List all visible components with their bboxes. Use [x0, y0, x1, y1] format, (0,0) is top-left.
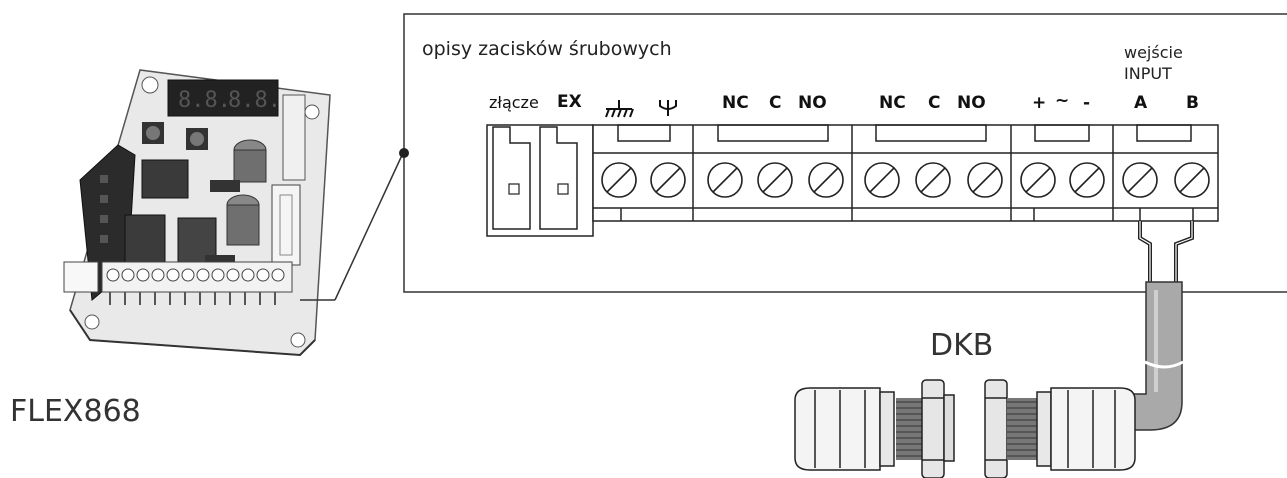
relay2-no-label: NO: [957, 93, 986, 113]
svg-text:8.8.: 8.8.: [178, 88, 231, 113]
power-ac-label: ~: [1055, 91, 1070, 111]
board-name-label: FLEX868: [10, 394, 141, 429]
panel-anchor-dot: [399, 148, 409, 158]
terminal-screws: [601, 162, 1210, 198]
input-heading: wejście INPUT: [1124, 42, 1183, 84]
panel-title: opisy zacisków śrubowych: [422, 38, 672, 60]
input-a-label: A: [1134, 93, 1148, 113]
input-heading-line1: wejście: [1124, 43, 1183, 62]
relay1-c-label: C: [769, 93, 782, 113]
screw-power-ac: [1069, 162, 1105, 198]
earth-ground-icon: [605, 100, 634, 118]
relay1-no-label: NO: [798, 93, 827, 113]
relay1-nc-label: NC: [722, 93, 749, 113]
screw-relay1-nc: [707, 162, 743, 198]
screw-power-plus: [1020, 162, 1056, 198]
screw-input-b: [1174, 162, 1210, 198]
screw-ground: [601, 162, 637, 198]
power-minus-label: -: [1083, 93, 1091, 113]
terminal-block-drawing: [486, 124, 1219, 237]
relay2-nc-label: NC: [879, 93, 906, 113]
connector-word-label: złącze: [489, 93, 539, 112]
dkb-cable-gland-illustration: [794, 379, 1136, 478]
screw-relay1-no: [808, 162, 844, 198]
screw-relay1-c: [757, 162, 793, 198]
screw-antenna: [650, 162, 686, 198]
connector-ex-label: EX: [557, 92, 582, 112]
screw-relay2-no: [967, 162, 1003, 198]
screw-relay2-c: [915, 162, 951, 198]
relay2-c-label: C: [928, 93, 941, 113]
input-b-label: B: [1186, 93, 1199, 113]
flex868-board-illustration: 8.8. 8.8.: [63, 69, 404, 357]
power-plus-label: +: [1032, 93, 1047, 113]
svg-text:8.8.: 8.8.: [228, 88, 281, 113]
input-cable: [1124, 221, 1194, 431]
antenna-icon: [659, 100, 677, 116]
screw-relay2-nc: [864, 162, 900, 198]
gland-name-label: DKB: [930, 328, 994, 363]
screw-input-a: [1122, 162, 1158, 198]
input-heading-line2: INPUT: [1124, 64, 1172, 83]
